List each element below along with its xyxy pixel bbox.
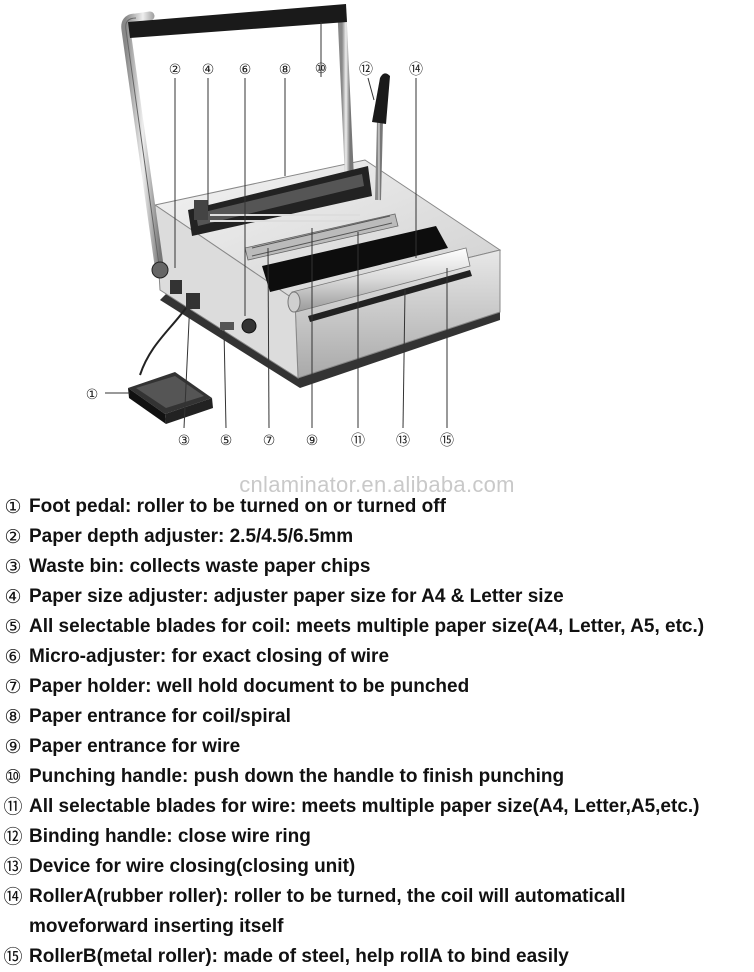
legend-text: Binding handle: close wire ring <box>29 826 311 847</box>
machine-illustration <box>121 4 502 424</box>
legend-text: Paper entrance for coil/spiral <box>29 706 291 727</box>
legend-item-8: ⑧ Paper entrance for coil/spiral <box>0 702 754 732</box>
legend-text: Paper size adjuster: adjuster paper size… <box>29 586 564 607</box>
legend-text: RollerA(rubber roller): roller to be tur… <box>29 886 626 907</box>
legend-text: All selectable blades for coil: meets mu… <box>29 616 705 637</box>
legend-text: Paper holder: well hold document to be p… <box>29 676 470 697</box>
legend-number: ③ <box>4 556 22 578</box>
legend-number: ⑤ <box>4 616 22 638</box>
legend-item-13: ⑬ Device for wire closing(closing unit) <box>0 852 754 882</box>
parts-legend: ① Foot pedal: roller to be turned on or t… <box>0 492 754 972</box>
legend-text: Device for wire closing(closing unit) <box>29 856 356 877</box>
legend-number: ⑬ <box>3 856 23 878</box>
legend-item-2: ② Paper depth adjuster: 2.5/4.5/6.5mm <box>0 522 754 552</box>
callout-8: ⑧ <box>279 62 292 78</box>
callout-2: ② <box>169 62 182 78</box>
legend-text: Paper entrance for wire <box>29 736 241 757</box>
legend-number: ⑨ <box>4 736 22 758</box>
legend-number: ⑧ <box>4 706 22 728</box>
legend-number: ⑪ <box>3 796 23 818</box>
callout-13: ⑬ <box>396 433 410 449</box>
callout-4: ④ <box>202 62 215 78</box>
callout-6: ⑥ <box>239 62 252 78</box>
legend-number: ⑫ <box>3 826 23 848</box>
callout-10: ⑩ <box>315 61 328 77</box>
legend-number: ② <box>4 526 22 548</box>
legend-item-5: ⑤ All selectable blades for coil: meets m… <box>0 612 754 642</box>
legend-item-6: ⑥ Micro-adjuster: for exact closing of wi… <box>0 642 754 672</box>
callout-7: ⑦ <box>263 433 276 449</box>
legend-number: ① <box>4 496 22 518</box>
legend-number: ④ <box>4 586 22 608</box>
binding-machine-diagram: ② ④ ⑥ ⑧ ⑩ ⑫ ⑭ ① ③ ⑤ ⑦ ⑨ ⑪ ⑬ ⑮ <box>86 4 502 449</box>
legend-text: Foot pedal: roller to be turned on or tu… <box>29 496 446 517</box>
legend-number: ⑩ <box>4 766 22 788</box>
legend-text: All selectable blades for wire: meets mu… <box>29 796 700 817</box>
legend-number: ⑥ <box>4 646 22 668</box>
legend-item-10: ⑩ Punching handle: push down the handle t… <box>0 762 754 792</box>
callout-11: ⑪ <box>351 433 365 449</box>
legend-item-3: ③ Waste bin: collects waste paper chips <box>0 552 754 582</box>
legend-item-15: ⑮ RollerB(metal roller): made of steel, h… <box>0 942 754 972</box>
legend-item-11: ⑪ All selectable blades for wire: meets m… <box>0 792 754 822</box>
legend-text-continued: moveforward inserting itself <box>29 916 284 937</box>
legend-text: Micro-adjuster: for exact closing of wir… <box>29 646 390 667</box>
legend-text: Punching handle: push down the handle to… <box>29 766 565 787</box>
legend-text: RollerB(metal roller): made of steel, he… <box>29 946 569 967</box>
legend-text: Paper depth adjuster: 2.5/4.5/6.5mm <box>29 526 354 547</box>
legend-item-12: ⑫ Binding handle: close wire ring <box>0 822 754 852</box>
legend-number: ⑭ <box>3 886 23 908</box>
legend-item-9: ⑨ Paper entrance for wire <box>0 732 754 762</box>
legend-item-1: ① Foot pedal: roller to be turned on or t… <box>0 492 754 522</box>
legend-item-4: ④ Paper size adjuster: adjuster paper siz… <box>0 582 754 612</box>
legend-item-14: ⑭ RollerA(rubber roller): roller to be tu… <box>0 882 754 942</box>
watermark: cnlaminator.en.alibaba.com <box>239 472 515 497</box>
callout-labels: ② ④ ⑥ ⑧ ⑩ ⑫ ⑭ ① ③ ⑤ ⑦ ⑨ ⑪ ⑬ ⑮ <box>86 61 454 449</box>
callout-15: ⑮ <box>440 433 454 449</box>
callout-3: ③ <box>178 433 191 449</box>
legend-number: ⑦ <box>4 676 22 698</box>
callout-12: ⑫ <box>359 62 373 78</box>
callout-1: ① <box>86 387 99 403</box>
callout-5: ⑤ <box>220 433 233 449</box>
legend-number: ⑮ <box>3 946 23 968</box>
callout-14: ⑭ <box>409 62 423 78</box>
punch-dots <box>210 214 360 222</box>
legend-item-7: ⑦ Paper holder: well hold document to be … <box>0 672 754 702</box>
legend-text: Waste bin: collects waste paper chips <box>29 556 371 577</box>
leader-lines <box>105 22 448 429</box>
callout-9: ⑨ <box>306 433 319 449</box>
